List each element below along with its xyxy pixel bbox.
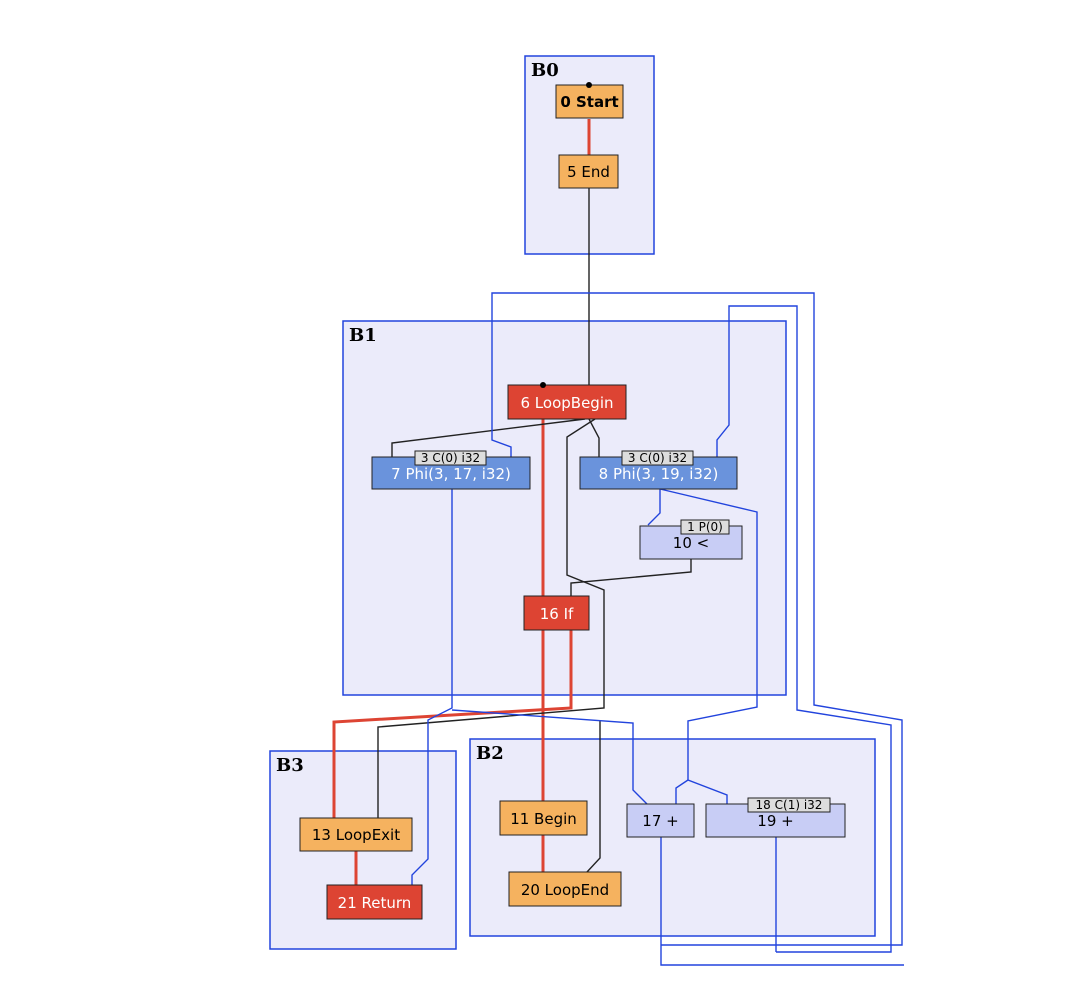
node-begin[interactable] [499, 800, 588, 836]
block-label-b1: B1 [349, 325, 377, 346]
node-loopbegin-label: 6 LoopBegin [521, 394, 614, 412]
const-tag-8-label: 3 C(0) i32 [628, 451, 687, 465]
const-tag-7 [414, 450, 487, 466]
edges-layer [332, 119, 904, 966]
edge-phi7-return [411, 489, 453, 885]
block-label-b2: B2 [476, 743, 504, 764]
node-loopbegin[interactable] [507, 384, 627, 420]
node-less-than-label: 10 < [673, 534, 709, 552]
edge-phi7-add17 [451, 709, 648, 805]
edge-loopend-loopbegin [586, 720, 601, 873]
block-b1 [342, 320, 787, 696]
const-tag-10 [680, 519, 730, 535]
node-phi-7-label: 7 Phi(3, 17, i32) [391, 465, 511, 483]
const-tag-10-label: 1 P(0) [687, 520, 723, 534]
edge-add17-add19 [675, 779, 689, 804]
edge-loopbegin-phi8 [588, 418, 600, 457]
edge-phi8-add19 [659, 488, 758, 804]
nodes-layer: 0 Start 5 End 6 LoopBegin 7 Phi(3, 17, i… [299, 82, 846, 920]
node-loopexit[interactable] [299, 817, 413, 852]
const-tag-7-label: 3 C(0) i32 [421, 451, 480, 465]
node-end-label: 5 End [567, 163, 610, 181]
edge-phi7-loop-back [491, 292, 903, 946]
node-start[interactable] [555, 84, 624, 119]
node-start-label: 0 Start [560, 93, 618, 111]
const-tag-8 [621, 450, 694, 466]
edge-loopbegin-phi7 [391, 418, 586, 457]
node-phi-8-label: 8 Phi(3, 19, i32) [599, 465, 719, 483]
entry-dot [586, 82, 592, 88]
edge-phi8-less [647, 489, 661, 526]
edge-add17-bottom [660, 837, 904, 966]
block-label-b0: B0 [531, 60, 559, 81]
node-if-label: 16 If [540, 605, 574, 623]
node-begin-label: 11 Begin [510, 810, 577, 828]
node-loopend[interactable] [508, 871, 622, 907]
node-return[interactable] [326, 884, 423, 920]
node-add-17-label: 17 + [642, 812, 678, 830]
node-loopend-label: 20 LoopEnd [521, 881, 609, 899]
block-label-b3: B3 [276, 755, 304, 776]
loop-entry-dot [540, 382, 546, 388]
const-tag-19 [747, 797, 831, 813]
edge-phi8-loop-back [716, 305, 892, 953]
node-if[interactable] [523, 595, 590, 631]
node-loopexit-label: 13 LoopExit [312, 826, 400, 844]
node-add-17[interactable] [626, 803, 695, 838]
edge-less-if [570, 559, 692, 596]
const-tag-19-label: 18 C(1) i32 [756, 798, 823, 812]
edge-loopbegin-loopexit [377, 418, 605, 818]
node-return-label: 21 Return [338, 894, 412, 912]
edge-if-loopexit [332, 630, 573, 818]
node-end[interactable] [558, 154, 619, 189]
node-add-19-label: 19 + [757, 812, 793, 830]
